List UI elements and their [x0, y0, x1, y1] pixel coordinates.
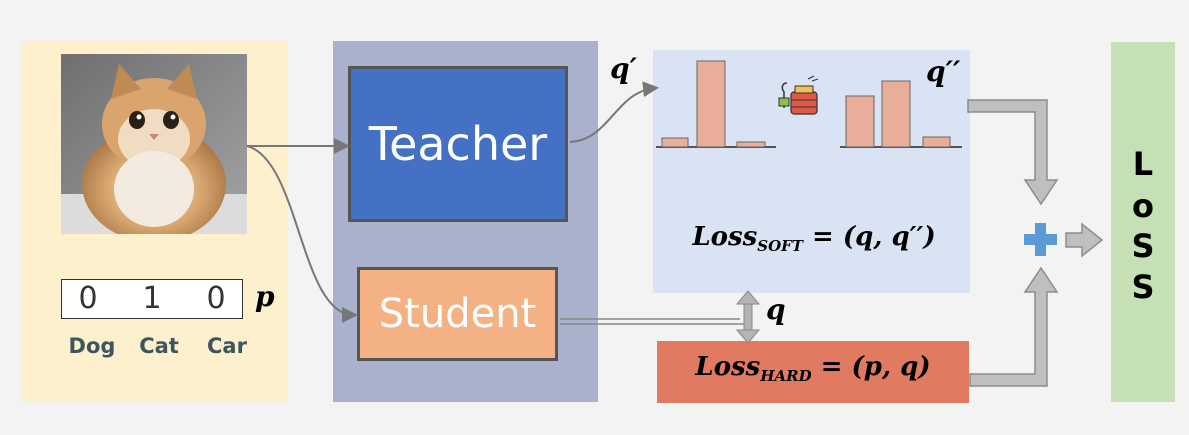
label-vector-symbol: p	[255, 280, 275, 313]
soft-loss-subscript: SOFT	[757, 237, 803, 256]
soft-loss-main: Loss	[692, 222, 758, 252]
cat-image	[61, 54, 247, 234]
loss-letter-1: L	[1132, 145, 1154, 183]
hard-loss-main: Loss	[695, 352, 761, 382]
teacher-distribution-bars	[656, 60, 776, 148]
image-to-student-arrow	[246, 145, 358, 323]
loss-letter-2: o	[1132, 187, 1154, 225]
teacher-output-label: q′	[610, 52, 637, 85]
class-label-car: Car	[207, 334, 247, 358]
teacher-bar-1	[661, 137, 689, 148]
label-value-dog: 0	[78, 281, 98, 316]
soft-bar-2	[881, 80, 911, 148]
soft-to-combine-arrow	[967, 99, 1059, 206]
hard-loss-formula: LossHARD = (p, q)	[657, 352, 969, 385]
combine-to-loss-arrow	[1065, 222, 1104, 258]
hard-loss-rhs: = (p, q)	[811, 352, 931, 382]
teacher-bar-3	[736, 141, 766, 148]
label-value-cat: 1	[142, 281, 162, 316]
loss-output-panel: L o S S	[1111, 42, 1175, 402]
soft-loss-formula: LossSOFT = (q, q′′)	[664, 222, 964, 255]
label-vector: 0 1 0	[61, 279, 243, 319]
soft-bar-1	[845, 95, 875, 148]
teacher-bar-2	[696, 60, 726, 148]
student-model-box: Student	[357, 267, 558, 361]
loss-letter-4: S	[1131, 268, 1155, 306]
q-exchange-arrow	[735, 290, 761, 344]
student-to-loss-connector	[560, 318, 745, 325]
label-value-car: 0	[206, 281, 226, 316]
student-label: Student	[378, 291, 537, 337]
softened-output-label: q′′	[926, 55, 961, 88]
distillation-icon	[778, 75, 819, 115]
hard-loss-subscript: HARD	[760, 367, 812, 386]
loss-letter-3: S	[1131, 227, 1155, 265]
soft-bar-3	[922, 136, 951, 148]
hard-loss-box	[657, 341, 969, 403]
teacher-label: Teacher	[368, 117, 548, 171]
class-label-cat: Cat	[139, 334, 179, 358]
student-output-label: q	[766, 293, 786, 326]
class-label-dog: Dog	[68, 334, 116, 358]
soft-loss-rhs: = (q, q′′)	[802, 222, 936, 252]
hard-to-combine-arrow	[969, 266, 1059, 387]
plus-icon	[1024, 223, 1057, 256]
softened-distribution-bars	[840, 80, 962, 148]
teacher-model-box: Teacher	[348, 66, 568, 222]
teacher-to-soft-arrow	[569, 81, 659, 143]
